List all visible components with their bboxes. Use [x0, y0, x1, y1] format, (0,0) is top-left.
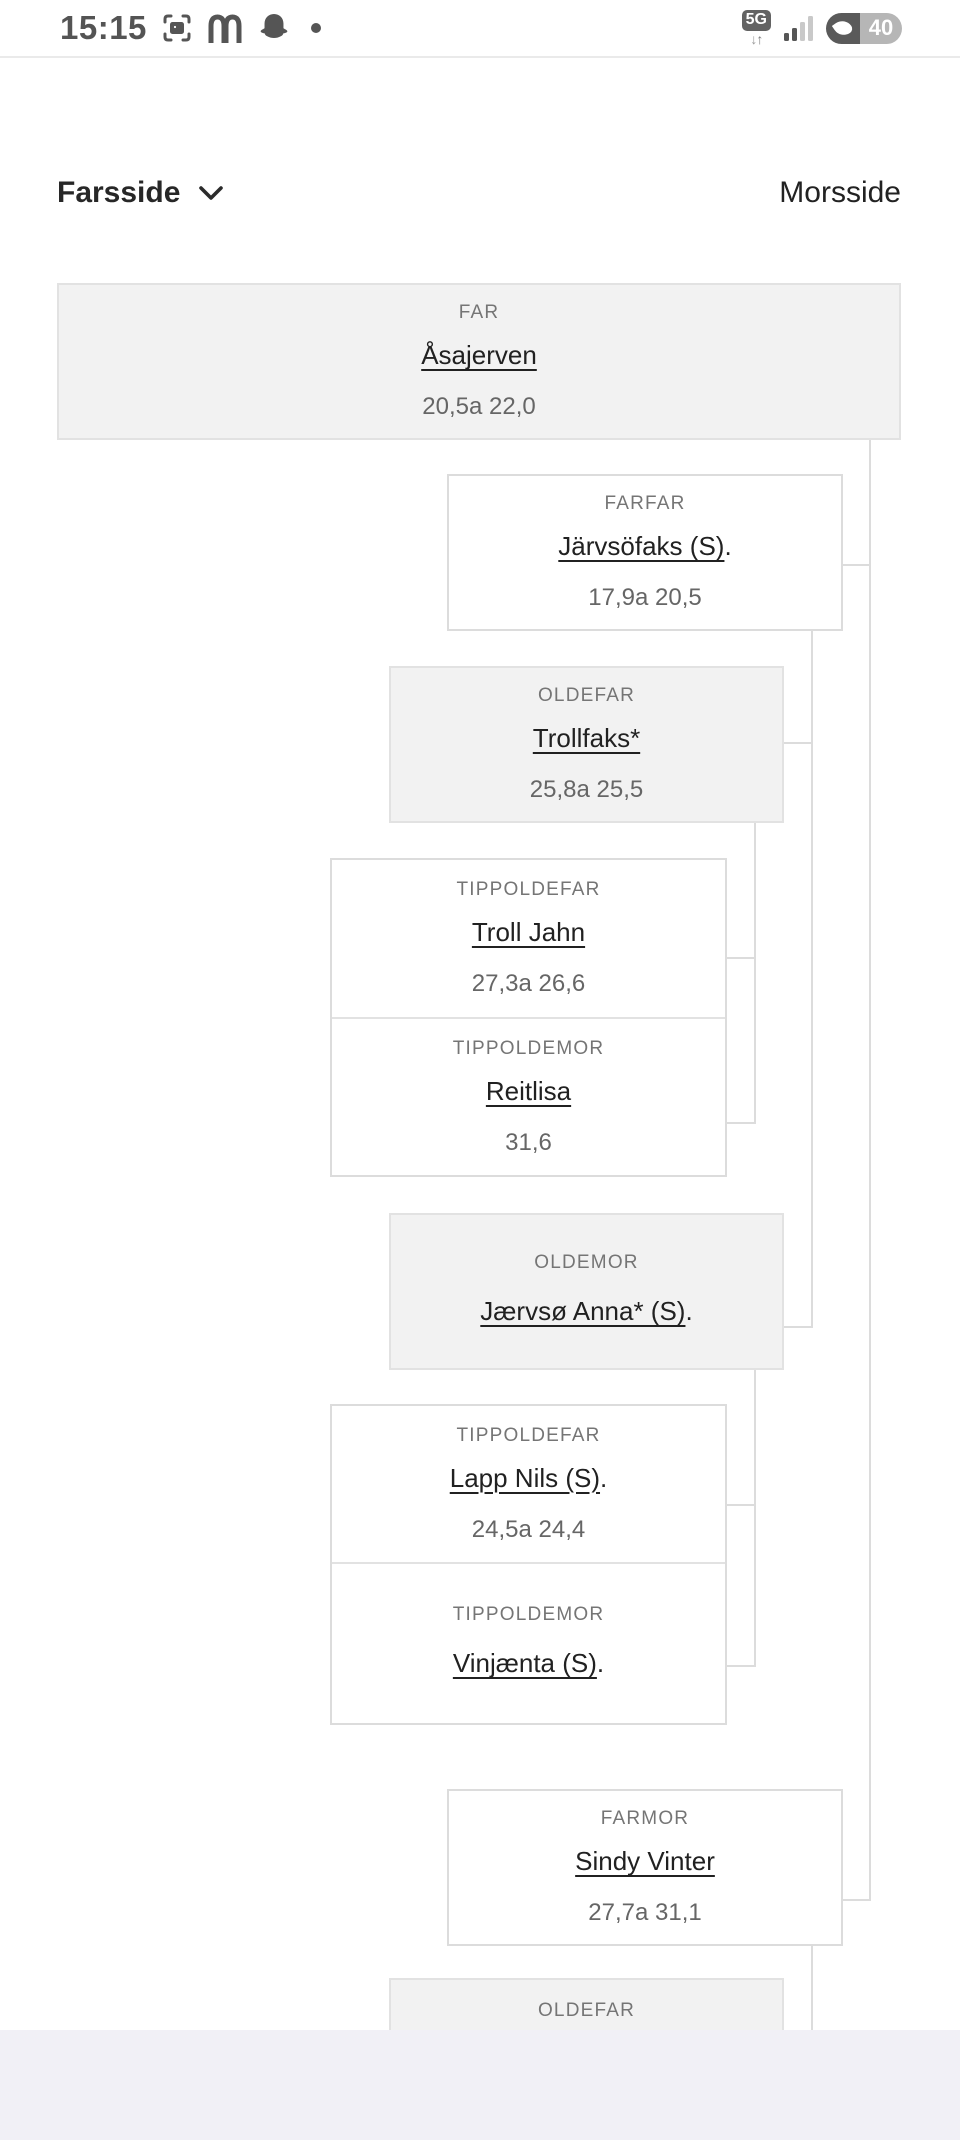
- record-times: 27,3a 26,6: [471, 970, 586, 997]
- relation-label: OLDEFAR: [537, 2000, 636, 2021]
- pedigree-header: Farsside Morsside: [0, 163, 960, 223]
- relation-label: FAR: [458, 302, 500, 323]
- status-bar: 15:15: [0, 0, 960, 58]
- record-times: 25,8a 25,5: [529, 776, 644, 803]
- record-times: 17,9a 20,5: [588, 584, 702, 611]
- pedigree-box-oldemor: OLDEMOR Jærvsø Anna* (S).: [389, 1213, 784, 1370]
- connector-farfar-vertical: [811, 631, 813, 1328]
- pedigree-box-farfar: FARFAR Järvsöfaks (S). 17,9a 20,5: [447, 474, 843, 631]
- snapchat-icon: [258, 12, 290, 44]
- down-arrow-icon: ↓: [750, 30, 757, 47]
- horse-name-link[interactable]: Sindy Vinter: [575, 1846, 715, 1876]
- battery-percent: 40: [860, 12, 902, 44]
- relation-label: TIPPOLDEMOR: [452, 1037, 605, 1059]
- connector-farmor-vertical: [811, 1946, 813, 2036]
- pedigree-box-tippoldemor-1: TIPPOLDEMOR Reitlisa 31,6: [332, 1017, 725, 1175]
- horse-name-link[interactable]: Åsajerven: [421, 340, 537, 370]
- pedigree-box-far: FAR Åsajerven 20,5a 22,0: [57, 283, 901, 440]
- horse-name-link[interactable]: Lapp Nils (S): [449, 1462, 601, 1493]
- pedigree-cluster-tipp-1: TIPPOLDEFAR Troll Jahn 27,3a 26,6 TIPPOL…: [330, 858, 727, 1177]
- relation-label: OLDEMOR: [534, 1252, 639, 1273]
- up-arrow-icon: ↑: [756, 30, 763, 47]
- tab-farsside[interactable]: Farsside: [57, 176, 224, 210]
- tab-farsside-label: Farsside: [57, 176, 181, 209]
- record-times: 24,5a 24,4: [471, 1515, 586, 1543]
- network-5g-icon: 5G ↓↑: [741, 10, 771, 47]
- relation-label: TIPPOLDEMOR: [452, 1604, 605, 1625]
- connector-far-vertical: [869, 440, 871, 1901]
- horse-name-link[interactable]: Troll Jahn: [471, 917, 586, 947]
- connector-oldemor-stub: [784, 1326, 813, 1328]
- name-suffix: .: [685, 1296, 693, 1326]
- connector-trolljahn-stub: [727, 957, 756, 959]
- record-times: 31,6: [505, 1128, 552, 1156]
- pedigree-box-tippoldemor-2: TIPPOLDEMOR Vinjænta (S).: [332, 1562, 725, 1723]
- network-badge: 5G: [741, 10, 771, 31]
- pedigree-box-tippoldefar-2: TIPPOLDEFAR Lapp Nils (S). 24,5a 24,4: [332, 1406, 725, 1562]
- name-suffix: .: [600, 1462, 608, 1493]
- relation-label: TIPPOLDEFAR: [456, 879, 601, 900]
- horse-name-link[interactable]: Trollfaks*: [532, 723, 641, 753]
- pedigree-box-farmor: FARMOR Sindy Vinter 27,7a 31,1: [447, 1789, 843, 1946]
- connector-lappnils-stub: [727, 1504, 756, 1506]
- pedigree-box-tippoldefar-1: TIPPOLDEFAR Troll Jahn 27,3a 26,6: [332, 860, 725, 1017]
- record-times: 20,5a 22,0: [422, 393, 536, 420]
- horse-name-link[interactable]: Vinjænta (S): [452, 1648, 597, 1678]
- relation-label: TIPPOLDEFAR: [456, 1424, 601, 1446]
- pedigree-box-oldefar: OLDEFAR Trollfaks* 25,8a 25,5: [389, 666, 784, 823]
- android-nav-bar: [0, 2030, 960, 2140]
- tab-morsside[interactable]: Morsside: [779, 176, 901, 209]
- connector-oldemor-vertical: [754, 1370, 756, 1667]
- mcdonalds-icon: [207, 13, 243, 43]
- clock: 15:15: [60, 9, 147, 46]
- screen-capture-icon: [162, 13, 192, 43]
- signal-strength-icon: [784, 15, 813, 41]
- pedigree-cluster-tipp-2: TIPPOLDEFAR Lapp Nils (S). 24,5a 24,4 TI…: [330, 1404, 727, 1725]
- connector-farmor-stub: [843, 1899, 871, 1901]
- chevron-down-icon: [199, 186, 224, 200]
- record-times: 27,7a 31,1: [588, 1899, 702, 1926]
- horse-name-link[interactable]: Jærvsø Anna* (S): [480, 1296, 686, 1326]
- horse-name-link[interactable]: Järvsöfaks (S): [558, 531, 725, 561]
- name-suffix: .: [724, 531, 732, 561]
- name-suffix: .: [596, 1648, 605, 1678]
- relation-label: FARMOR: [600, 1808, 690, 1829]
- relation-label: OLDEFAR: [537, 685, 636, 706]
- connector-vinjaenta-stub: [727, 1665, 756, 1667]
- connector-reitlisa-stub: [727, 1122, 756, 1124]
- power-saving-leaf-icon: [831, 16, 855, 40]
- connector-oldefar-vertical: [754, 823, 756, 1124]
- horse-name-link[interactable]: Reitlisa: [485, 1075, 572, 1106]
- relation-label: FARFAR: [604, 493, 686, 514]
- connector-oldefar-stub: [784, 742, 813, 744]
- connector-farfar-stub: [843, 564, 871, 566]
- battery-indicator: 40: [826, 12, 902, 44]
- notification-dot-icon: [310, 23, 321, 33]
